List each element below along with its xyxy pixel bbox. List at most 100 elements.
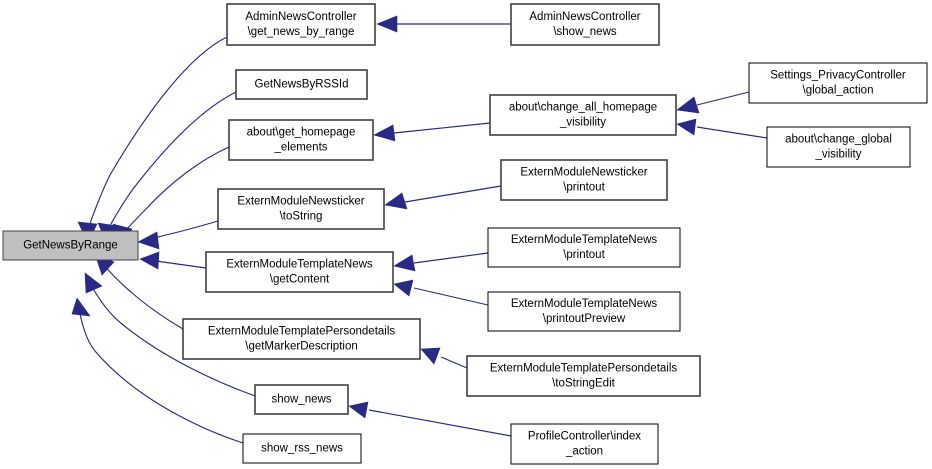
node-label: about\get_homepage	[247, 127, 356, 139]
node-label: \printout	[563, 249, 605, 261]
node-label: show_rss_news	[261, 443, 343, 455]
arrowhead-icon	[393, 279, 414, 297]
edge-line	[440, 356, 468, 369]
call-edge	[94, 253, 184, 330]
node-label: _elements	[273, 142, 327, 154]
graph-node[interactable]: about\change_all_homepage _visibility	[489, 94, 677, 136]
edge-line	[413, 287, 489, 306]
graph-node[interactable]: ExternModuleTemplateNews\printoutPreview	[487, 291, 681, 332]
arrowhead-icon	[676, 118, 697, 136]
node-box[interactable]	[466, 355, 701, 397]
arrowhead-icon	[71, 297, 91, 317]
arrowhead-icon	[373, 124, 396, 142]
call-edge	[393, 252, 489, 272]
graph-node[interactable]: about\change_global_visibility	[766, 126, 911, 168]
node-label: GetNewsByRange	[23, 240, 118, 252]
node-box[interactable]	[766, 126, 911, 168]
node-box[interactable]	[2, 230, 139, 261]
node-label: show_news	[271, 394, 331, 406]
graph-node[interactable]: ExternModuleNewsticker \toString	[217, 188, 385, 230]
node-box[interactable]	[235, 69, 368, 100]
node-box[interactable]	[205, 251, 394, 293]
edge-line	[404, 185, 502, 203]
graph-node[interactable]: ExternModuleTemplatePersondetails\toStri…	[466, 355, 701, 397]
node-label: ExternModuleNewsticker	[520, 167, 647, 179]
edge-line	[100, 261, 184, 330]
node-label: about\change_all_homepage	[509, 102, 657, 114]
node-label: ExternModuleTemplatePersondetails	[208, 326, 396, 338]
call-edge	[112, 146, 230, 246]
node-label: ExternModuleNewsticker	[237, 196, 364, 208]
node-label: _visibility	[814, 149, 861, 161]
node-label: \global_action	[803, 85, 874, 97]
call-edge	[376, 15, 511, 33]
node-box[interactable]	[510, 423, 659, 465]
node-box[interactable]	[487, 227, 681, 268]
nodes-layer: GetNewsByRange AdminNewsController \get_ne…	[2, 3, 928, 465]
graph-node[interactable]: ExternModuleTemplateNews \printout	[487, 227, 681, 268]
node-box[interactable]	[748, 62, 928, 104]
node-label: Settings_PrivacyController	[770, 70, 906, 82]
graph-node[interactable]: show_rss_news	[242, 433, 362, 464]
graph-node[interactable]: GetNewsByRange	[2, 230, 139, 261]
call-edge	[84, 272, 256, 397]
graph-node[interactable]: ExternModuleTemplateNews \getContent	[205, 251, 394, 293]
call-edge	[77, 36, 228, 244]
node-label: _visibility	[559, 117, 606, 129]
node-box[interactable]	[226, 3, 376, 46]
graph-node[interactable]: GetNewsByRSSId	[235, 69, 368, 100]
graph-node[interactable]: ProfileController\index _action	[510, 423, 659, 465]
node-label: GetNewsByRSSId	[255, 79, 349, 91]
node-label: \getContent	[270, 274, 330, 286]
arrowhead-icon	[139, 251, 160, 270]
arrowhead-icon	[348, 401, 369, 419]
node-box[interactable]	[242, 433, 362, 464]
node-box[interactable]	[228, 119, 374, 161]
edge-line	[413, 252, 489, 264]
call-edge	[137, 220, 219, 250]
graph-node[interactable]: show_news	[254, 384, 349, 415]
node-label: \show_news	[553, 26, 617, 38]
edge-line	[121, 146, 230, 235]
call-edge	[393, 279, 489, 306]
edge-line	[393, 122, 491, 134]
node-box[interactable]	[217, 188, 385, 230]
node-label: \getMarkerDescription	[245, 341, 357, 353]
arrowhead-icon	[420, 347, 441, 365]
node-label: ProfileController\index	[528, 431, 641, 443]
node-label: \get_news_by_range	[248, 26, 355, 38]
node-box[interactable]	[254, 384, 349, 415]
node-label: \toStringEdit	[552, 378, 615, 390]
graph-node[interactable]: Settings_PrivacyController \global_action	[748, 62, 928, 104]
call-edge	[373, 122, 491, 142]
arrowhead-icon	[393, 254, 416, 272]
edge-line	[106, 91, 237, 232]
node-box[interactable]	[182, 318, 421, 360]
node-label: ExternModuleTemplateNews	[511, 234, 658, 246]
graph-node[interactable]: AdminNewsController \get_news_by_range	[226, 3, 376, 46]
node-label: AdminNewsController	[245, 11, 356, 23]
edge-line	[87, 36, 228, 230]
call-edge	[348, 401, 512, 437]
node-label: ExternModuleTemplateNews	[511, 298, 658, 310]
node-label: _action	[565, 446, 603, 458]
arrowhead-icon	[384, 192, 408, 210]
edge-line	[696, 126, 768, 139]
call-edge	[384, 185, 502, 210]
graph-node[interactable]: ExternModuleNewsticker\printout	[500, 159, 668, 201]
node-label: AdminNewsController	[529, 11, 640, 23]
node-label: \toString	[280, 211, 323, 223]
node-box[interactable]	[510, 3, 660, 46]
graph-node[interactable]: ExternModuleTemplatePersondetails \getMar…	[182, 318, 421, 360]
edges-layer	[71, 15, 768, 444]
node-box[interactable]	[500, 159, 668, 201]
node-box[interactable]	[487, 291, 681, 332]
node-box[interactable]	[489, 94, 677, 136]
graph-node[interactable]: about\get_homepage _elements	[228, 119, 374, 161]
graph-node[interactable]: AdminNewsController \show_news	[510, 3, 660, 46]
edge-line	[89, 282, 256, 397]
node-label: ExternModuleTemplateNews	[226, 259, 373, 271]
edge-line	[696, 91, 750, 106]
